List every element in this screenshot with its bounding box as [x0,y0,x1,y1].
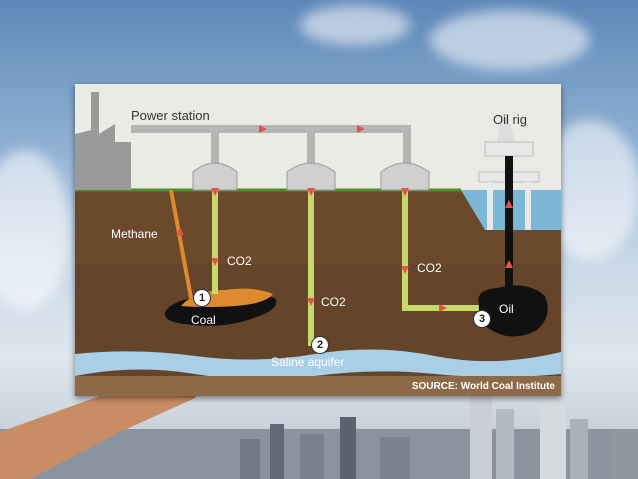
power-station [75,92,131,190]
marker-3: 3 [473,310,491,328]
methane-label: Methane [111,227,158,241]
source-credit: SOURCE: World Coal Institute [411,381,555,392]
marker-2: 2 [311,336,329,354]
oil-label: Oil [499,302,514,316]
coal-label: Coal [191,313,216,327]
marker-1: 1 [193,289,211,307]
oil-rig-label: Oil rig [493,112,527,127]
cloud [430,10,590,70]
co2-label-oil: CO2 [417,261,442,275]
saline-aquifer-label: Saline aquifer [271,355,345,369]
cloud [300,5,410,45]
power-station-label: Power station [131,108,210,123]
co2-label-aquifer: CO2 [321,295,346,309]
co2-label-coal: CO2 [227,254,252,268]
ccs-diagram-panel: Power station Oil rig Methane CO2 CO2 CO… [75,84,561,396]
cloud [0,150,70,310]
